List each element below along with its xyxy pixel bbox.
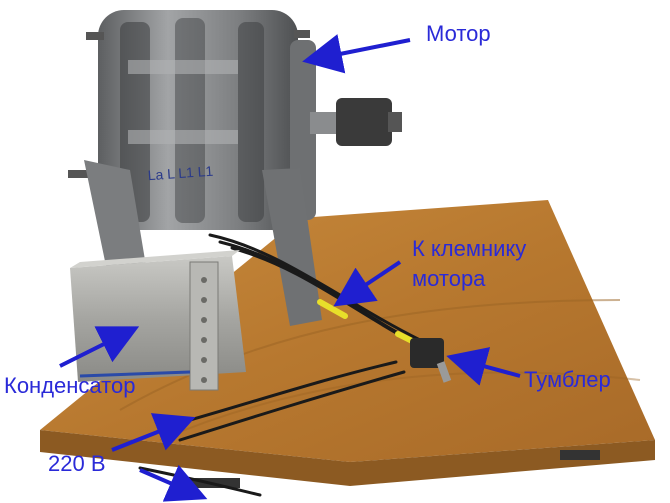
label-toggle-switch: Тумблер	[524, 367, 611, 392]
label-capacitor: Конденсатор	[4, 373, 136, 398]
arrow-to-motor	[302, 34, 411, 74]
arrow-to-terminal	[333, 260, 402, 307]
label-motor: Мотор	[426, 21, 491, 46]
motor-markings: La L L1 L1	[147, 163, 214, 184]
label-voltage: 220 В	[48, 451, 106, 476]
annotation-arrows	[59, 34, 521, 502]
arrow-to-wire-upper	[111, 413, 196, 452]
arrow-to-capacitor	[59, 326, 140, 368]
electric-motor: La L L1 L1	[68, 10, 402, 230]
arrow-to-wire-lower	[139, 464, 208, 502]
arrow-to-toggle	[446, 347, 521, 386]
capacitor	[70, 250, 246, 391]
label-motor-terminal: К клемнику мотора	[412, 236, 527, 291]
